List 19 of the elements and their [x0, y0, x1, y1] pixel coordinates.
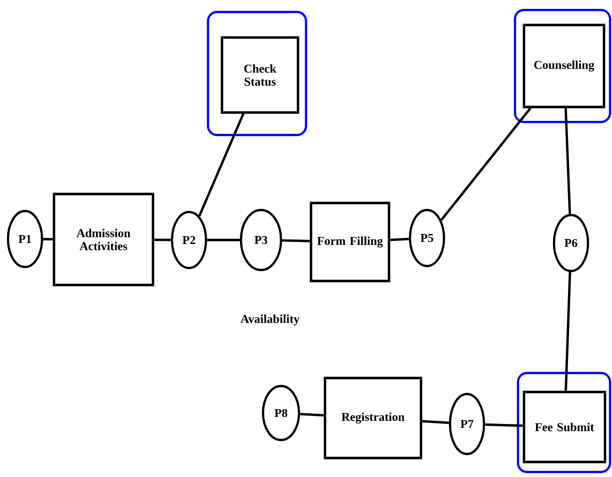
- process-box: Form Filling: [310, 202, 390, 282]
- connector: [390, 238, 409, 242]
- connector: [485, 423, 523, 427]
- process-box: Counselling: [514, 8, 612, 124]
- process-box: Registration: [324, 376, 422, 460]
- connector: [198, 113, 244, 217]
- process-box: Fee Submit: [516, 372, 612, 474]
- connector: [282, 239, 310, 242]
- connector: [422, 420, 449, 424]
- connector: [43, 238, 53, 240]
- connector: [564, 108, 572, 214]
- process-box: Admission Activities: [52, 192, 154, 286]
- connector: [440, 107, 532, 221]
- connector: [207, 238, 240, 242]
- process-box: Check Status: [206, 10, 308, 136]
- connector: [564, 272, 572, 391]
- note-label: Availability: [240, 314, 300, 326]
- connector: [154, 238, 171, 242]
- connector: [300, 412, 324, 417]
